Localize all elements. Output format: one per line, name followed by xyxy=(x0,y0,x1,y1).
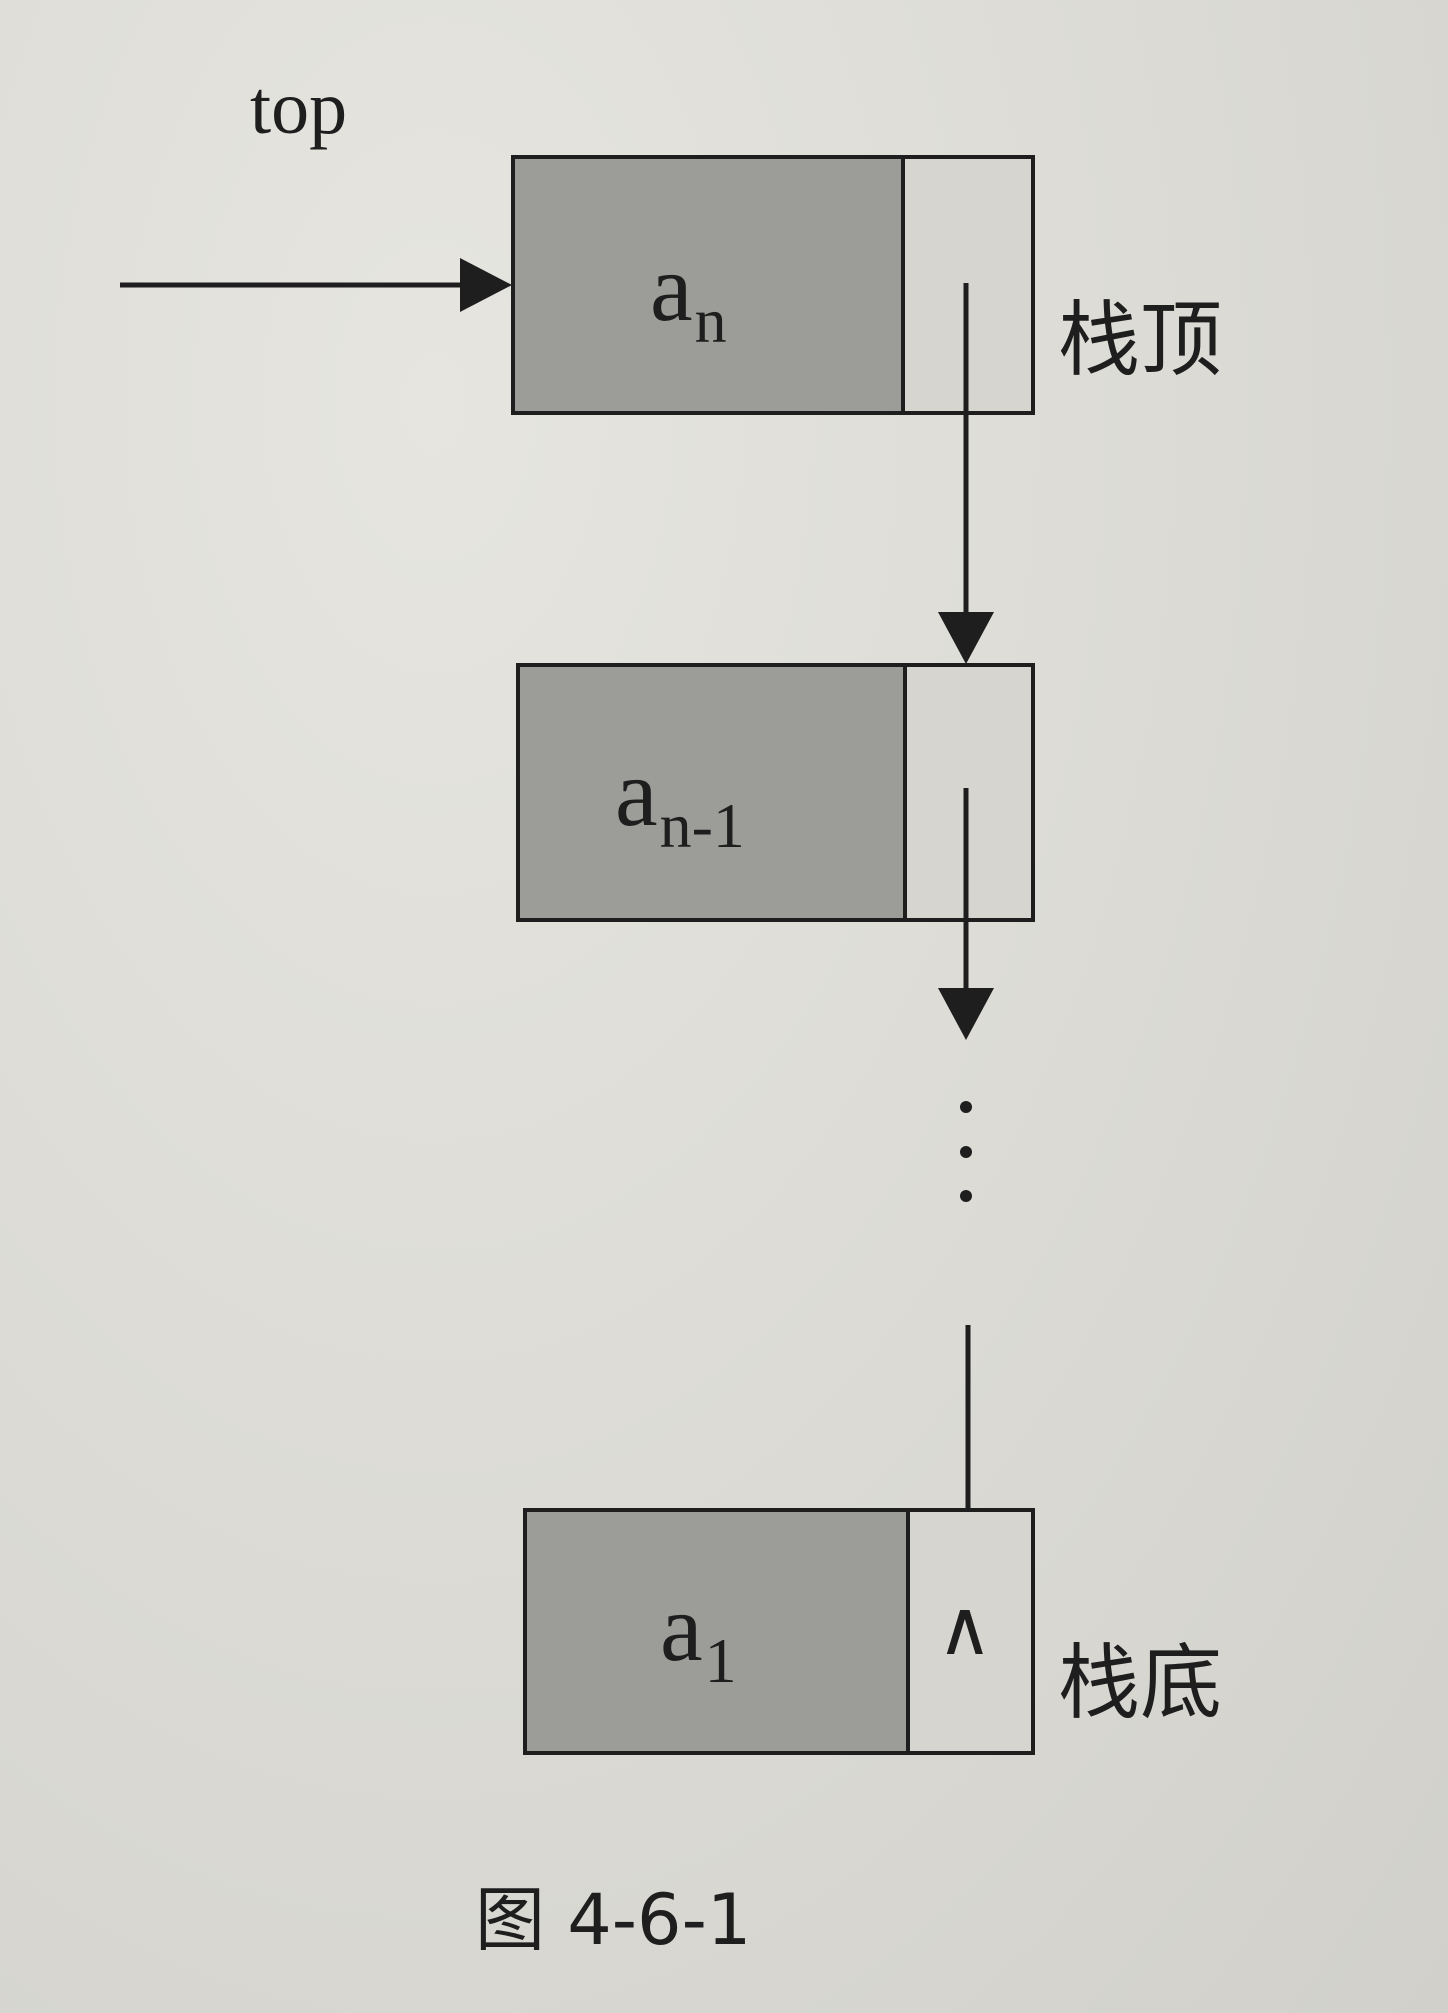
node-an-subscript: n xyxy=(694,285,727,356)
node-an-1-subscript: n-1 xyxy=(659,790,745,861)
node-an xyxy=(511,155,1035,415)
node-an-1-data-field xyxy=(516,663,907,922)
node-a1-base: a xyxy=(660,1574,703,1681)
null-pointer-symbol: ∧ xyxy=(937,1583,993,1672)
node-a1-data-field xyxy=(523,1508,910,1755)
node-an-1-value: an-1 xyxy=(615,745,745,858)
stack-bottom-label: 栈底 xyxy=(1058,1636,1223,1731)
node-an-1 xyxy=(516,663,1035,922)
node-an-1-pointer-field xyxy=(903,663,1035,922)
node-an-value: an xyxy=(650,240,727,353)
stack-top-label: 栈顶 xyxy=(1058,293,1223,388)
top-pointer-label: top xyxy=(250,66,348,150)
node-a1-subscript: 1 xyxy=(704,1625,737,1696)
node-an-data-field xyxy=(511,155,905,415)
link-arrowhead-an-1-to-ellipsis xyxy=(938,988,994,1040)
node-an-1-base: a xyxy=(615,739,658,846)
vertical-ellipsis xyxy=(960,1101,972,1202)
top-pointer-arrowhead xyxy=(460,258,512,312)
node-an-base: a xyxy=(650,234,693,341)
node-a1-value: a1 xyxy=(660,1580,737,1693)
figure-caption: 图 4-6-1 xyxy=(475,1879,752,1961)
node-a1 xyxy=(523,1508,1035,1755)
node-a1-pointer-field xyxy=(906,1508,1035,1755)
link-arrowhead-an-to-an-1 xyxy=(938,612,994,664)
